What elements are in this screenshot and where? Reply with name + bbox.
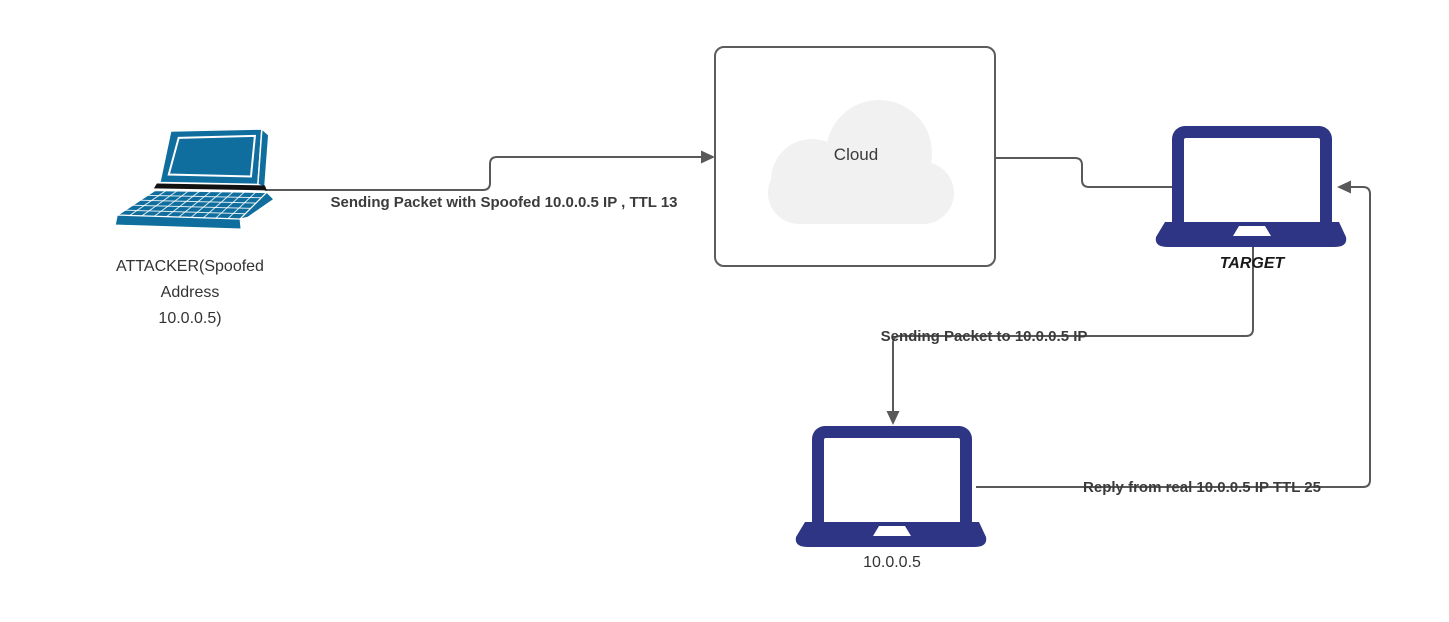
target-label: TARGET	[1219, 255, 1285, 272]
edge-target-to-real-host	[886, 247, 1254, 425]
cloud-icon	[768, 100, 954, 224]
target-laptop-icon	[1155, 126, 1347, 248]
edge-label-sending-packet: Sending Packet to 10.0.0.5 IP	[880, 328, 1088, 345]
attacker-laptop-icon	[114, 127, 275, 230]
attacker-label: ATTACKER(Spoofed Address 10.0.0.5)	[116, 258, 264, 327]
real-host-laptop-icon	[795, 426, 987, 548]
edge-label-reply: Reply from real 10.0.0.5 IP TTL 25	[1083, 479, 1321, 496]
laptop-front-edge	[114, 214, 242, 230]
laptop-hinge	[153, 183, 267, 191]
cloud-box: Cloud	[714, 46, 996, 267]
edge-cloud-to-target	[996, 157, 1173, 188]
real-host-label: 10.0.0.5	[863, 554, 921, 571]
edge-attacker-to-cloud	[265, 150, 715, 191]
laptop-screen	[167, 134, 257, 178]
arrowhead-left-icon	[1337, 180, 1351, 194]
arrowhead-down-icon	[886, 411, 900, 425]
laptop-deck-side	[238, 191, 275, 221]
cloud-label: Cloud	[833, 145, 879, 164]
edge-real-host-to-target	[976, 180, 1371, 488]
keyboard-grid	[124, 190, 262, 220]
arrowhead-right-icon	[701, 150, 715, 164]
edge-label-spoofed-packet: Sending Packet with Spoofed 10.0.0.5 IP …	[330, 194, 678, 211]
